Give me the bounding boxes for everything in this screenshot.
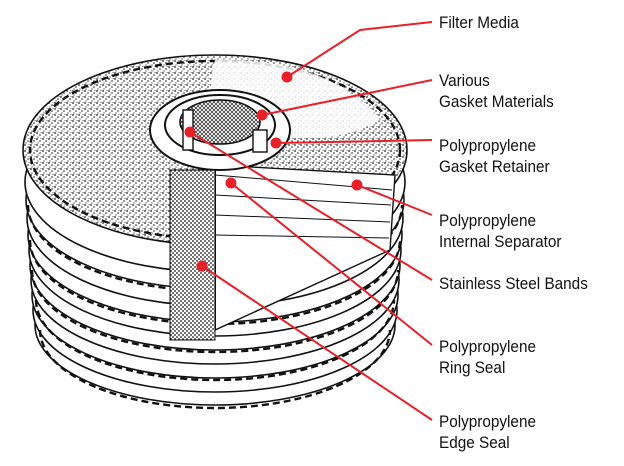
center-hub (150, 90, 290, 170)
label-stainless-steel-bands: Stainless Steel Bands (439, 273, 588, 294)
label-gasket-retainer: Polypropylene Gasket Retainer (439, 135, 550, 177)
label-gasket-materials: Various Gasket Materials (439, 70, 554, 112)
label-internal-separator: Polypropylene Internal Separator (439, 210, 561, 252)
label-filter-media: Filter Media (439, 12, 519, 33)
label-edge-seal: Polypropylene Edge Seal (439, 411, 536, 453)
label-ring-seal: Polypropylene Ring Seal (439, 336, 536, 378)
